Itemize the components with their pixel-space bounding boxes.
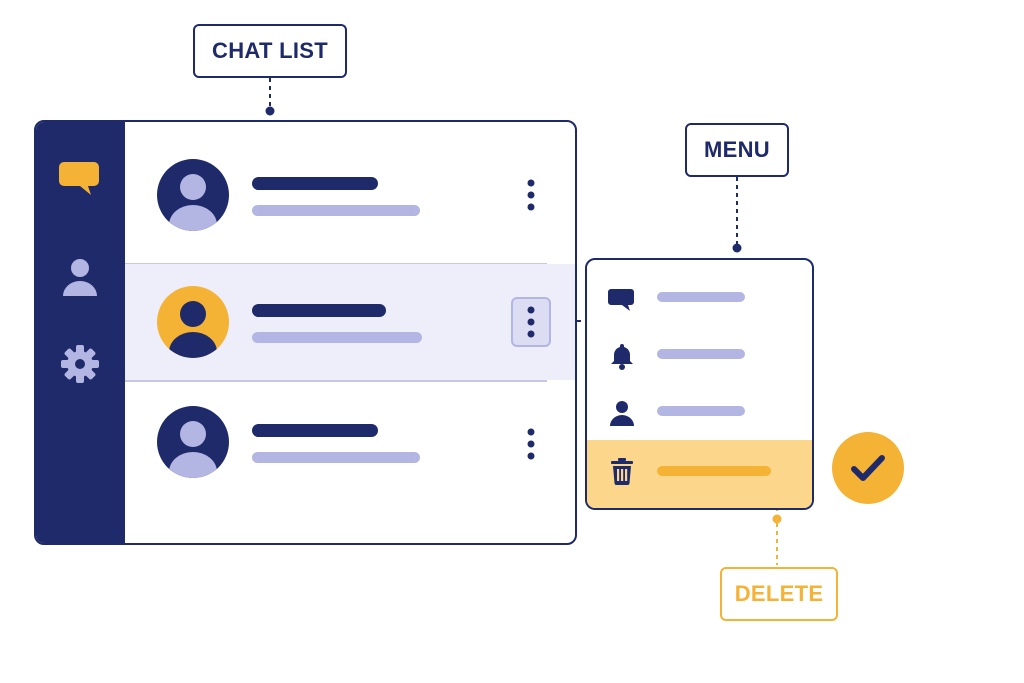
chat-list-callout-text: CHAT LIST	[212, 38, 328, 63]
chat-window	[34, 120, 577, 545]
chat-preview-placeholder	[252, 332, 422, 343]
menu-item-label-placeholder	[657, 406, 745, 416]
chat-row[interactable]	[125, 122, 575, 238]
chat-list-callout: CHAT LIST	[193, 24, 347, 78]
avatar	[157, 406, 229, 478]
avatar	[157, 286, 229, 358]
menu-item-notifications[interactable]	[587, 325, 812, 383]
menu-item-label-placeholder	[657, 292, 745, 302]
chat-bubble-icon	[608, 289, 634, 311]
menu-item-profile[interactable]	[587, 382, 812, 440]
chat-preview-placeholder	[252, 452, 420, 463]
more-options-icon	[527, 306, 535, 338]
user-icon	[610, 401, 634, 426]
sidebar	[36, 122, 125, 543]
menu-callout-text: MENU	[704, 137, 770, 162]
chat-preview-placeholder	[252, 205, 420, 216]
checkmark-icon	[832, 432, 904, 504]
chat-row-selected[interactable]	[125, 264, 575, 380]
gear-icon[interactable]	[58, 342, 102, 386]
user-icon[interactable]	[58, 254, 102, 298]
more-options-icon[interactable]	[511, 170, 551, 220]
chat-name-placeholder	[252, 304, 386, 317]
context-menu	[585, 258, 814, 510]
menu-callout: MENU	[685, 123, 789, 177]
menu-item-label-placeholder	[657, 349, 745, 359]
row-divider	[125, 380, 547, 382]
chat-name-placeholder	[252, 177, 378, 190]
chat-row[interactable]	[125, 382, 575, 498]
avatar	[157, 159, 229, 231]
delete-callout: DELETE	[720, 567, 838, 621]
menu-item-message[interactable]	[587, 268, 812, 326]
chat-name-placeholder	[252, 424, 378, 437]
more-options-button-active[interactable]	[511, 297, 551, 347]
more-options-icon[interactable]	[511, 419, 551, 469]
menu-item-label-placeholder	[657, 466, 771, 476]
chat-bubble-icon[interactable]	[58, 156, 102, 200]
menu-item-delete[interactable]	[587, 440, 812, 508]
trash-icon	[611, 458, 633, 485]
delete-callout-text: DELETE	[734, 581, 824, 606]
bell-icon	[611, 344, 633, 370]
